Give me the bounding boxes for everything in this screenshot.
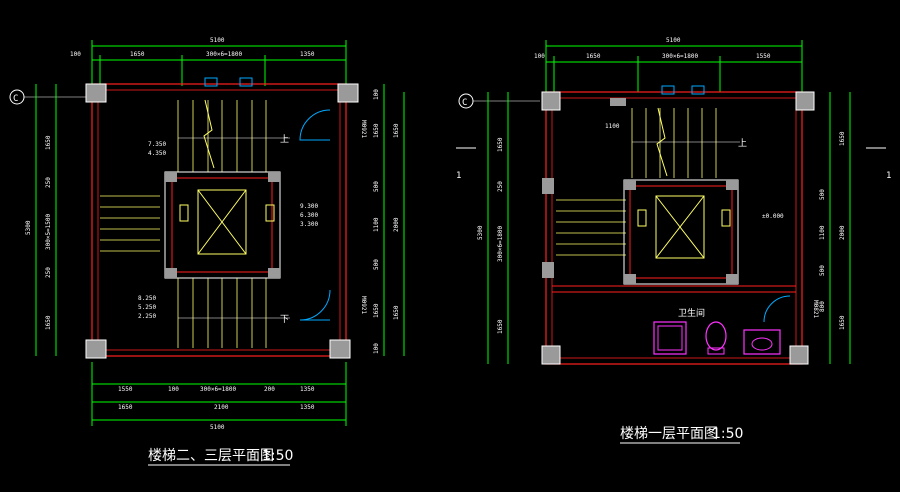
left-top-seg-1: 1650 <box>130 51 145 58</box>
left-left-seg-2: 300×5=1500 <box>45 213 52 250</box>
left-elev-low-0: 8.250 <box>138 295 156 302</box>
right-right-seg-3: 800 <box>819 301 826 312</box>
left-plan-scale: 1:50 <box>262 448 293 464</box>
left-right-seg-0: 100 <box>373 89 380 100</box>
left-axis-c: C <box>13 94 18 104</box>
right-door-label: M0821 <box>812 300 819 318</box>
right-axis-c: C <box>462 98 467 108</box>
left-left-seg-1: 250 <box>45 177 52 188</box>
right-top-seg-2: 300×6=1800 <box>662 53 699 60</box>
left-elev-top-1: 4.350 <box>148 150 166 157</box>
right-right-overall-2: 1650 <box>839 315 846 330</box>
right-right-seg-0: 500 <box>819 189 826 200</box>
right-plan-title: 楼梯一层平面图 <box>620 426 718 442</box>
right-plan-scale: 1:50 <box>712 426 743 442</box>
right-up-label: 上 <box>738 138 747 149</box>
right-top-seg-0: 100 <box>534 53 545 60</box>
left-bot1-seg-2: 300×6=1800 <box>200 386 237 393</box>
left-elev-top-0: 7.350 <box>148 141 166 148</box>
right-left-total: 5300 <box>477 225 484 240</box>
right-right-seg-1: 1100 <box>819 225 826 240</box>
left-right-seg-6: 100 <box>373 343 380 354</box>
right-plan: 5100 100 1650 300×6=1800 1550 C 1 1 <box>456 37 891 444</box>
left-right-seg-2: 500 <box>373 181 380 192</box>
left-right-seg-1: 1650 <box>373 123 380 138</box>
right-left-seg-1: 250 <box>497 181 504 192</box>
left-plan-title: 楼梯二、三层平面图 <box>148 448 274 464</box>
left-bot1-seg-3: 200 <box>264 386 275 393</box>
left-bot2-seg-0: 1650 <box>118 404 133 411</box>
left-left-seg-0: 1650 <box>45 135 52 150</box>
left-right-seg-5: 1650 <box>373 303 380 318</box>
left-door-bottom: M0921 <box>360 296 367 314</box>
left-right-seg-3: 1100 <box>373 217 380 232</box>
left-bot1-seg-0: 1550 <box>118 386 133 393</box>
left-bot2-seg-2: 1350 <box>300 404 315 411</box>
left-elev-low-1: 5.250 <box>138 304 156 311</box>
left-up-label: 上 <box>280 134 289 145</box>
right-elev-ground: ±0.000 <box>762 213 784 220</box>
left-elev-mid-0: 9.300 <box>300 203 318 210</box>
left-door-top: M0921 <box>360 120 367 138</box>
left-bot2-seg-1: 2100 <box>214 404 229 411</box>
right-section-right: 1 <box>886 171 891 181</box>
left-left-seg-3: 250 <box>45 267 52 278</box>
left-right-overall-2: 1650 <box>393 305 400 320</box>
right-right-overall-1: 2000 <box>839 225 846 240</box>
left-down-label: 下 <box>280 315 289 325</box>
left-top-total: 5100 <box>210 37 225 44</box>
right-right-overall-0: 1650 <box>839 131 846 146</box>
right-top-total: 5100 <box>666 37 681 44</box>
left-bot1-seg-4: 1350 <box>300 386 315 393</box>
left-elev-mid-1: 6.300 <box>300 212 318 219</box>
left-left-total: 5300 <box>25 220 32 235</box>
left-left-seg-4: 1650 <box>45 315 52 330</box>
left-plan: 5100 100 1650 300×6=1800 1350 C <box>9 37 405 466</box>
left-bot1-seg-1: 100 <box>168 386 179 393</box>
left-top-seg-3: 1350 <box>300 51 315 58</box>
left-elev-mid-2: 3.300 <box>300 221 318 228</box>
right-section-left: 1 <box>456 171 461 181</box>
left-right-seg-4: 500 <box>373 259 380 270</box>
left-elev-low-2: 2.250 <box>138 313 156 320</box>
left-bottom-total: 5100 <box>210 424 225 431</box>
right-left-seg-0: 1650 <box>497 137 504 152</box>
right-top-seg-1: 1650 <box>586 53 601 60</box>
left-top-seg-0: 100 <box>70 51 81 58</box>
left-right-overall-0: 1650 <box>393 123 400 138</box>
right-left-seg-3: 1650 <box>497 319 504 334</box>
left-top-seg-2: 300×6=1800 <box>206 51 243 58</box>
right-room-label: 卫生间 <box>678 307 705 319</box>
right-right-seg-2: 500 <box>819 265 826 276</box>
left-right-overall-1: 2000 <box>393 217 400 232</box>
right-elev-1100: 1100 <box>605 123 620 130</box>
right-left-seg-2: 300×6=1800 <box>497 225 504 262</box>
right-top-seg-3: 1550 <box>756 53 771 60</box>
